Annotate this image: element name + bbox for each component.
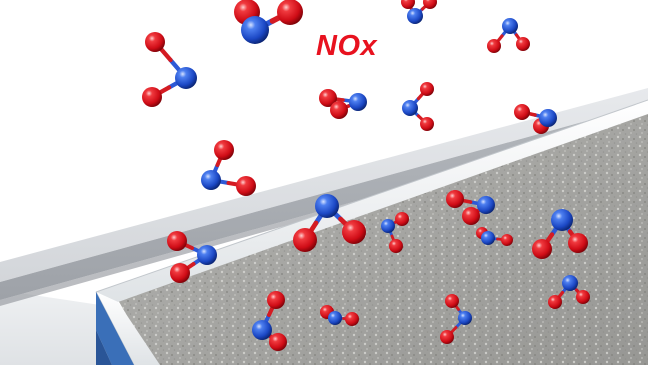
no2-molecule [381,212,409,253]
oxygen-atom [342,220,366,244]
no2-molecule [142,32,197,107]
no2-molecules [142,0,590,351]
oxygen-atom [269,333,287,351]
no2-molecule [440,294,472,344]
oxygen-atom [319,89,337,107]
no2-molecule [532,209,588,259]
nitrogen-atom [241,16,269,44]
oxygen-atom [487,39,501,53]
nitrogen-atom [402,100,418,116]
nitrogen-atom [458,311,472,325]
no2-molecule [167,231,217,283]
oxygen-atom [576,290,590,304]
nitrogen-atom [175,67,197,89]
oxygen-atom [420,117,434,131]
no2-molecule [201,140,256,196]
no2-molecule [402,82,434,131]
nitrogen-atom [252,320,272,340]
nitrogen-atom [315,194,339,218]
oxygen-atom [167,231,187,251]
nitrogen-atom [562,275,578,291]
nox-label: NOx [316,30,378,62]
nitrogen-atom [407,8,423,24]
oxygen-atom [420,82,434,96]
nitrogen-atom [201,170,221,190]
oxygen-atom [501,234,513,246]
no2-molecule [234,0,303,44]
no2-molecule [320,305,359,326]
oxygen-atom [267,291,285,309]
oxygen-atom [462,207,480,225]
oxygen-atom [423,0,437,9]
nitrogen-atom [197,245,217,265]
oxygen-atom [389,239,403,253]
oxygen-atom [293,228,317,252]
nitrogen-atom [328,311,342,325]
oxygen-atom [145,32,165,52]
no2-molecule [319,89,367,119]
oxygen-atom [446,190,464,208]
oxygen-atom [395,212,409,226]
oxygen-atom [330,101,348,119]
oxygen-atom [568,233,588,253]
oxygen-atom [214,140,234,160]
oxygen-atom [345,312,359,326]
nitrogen-atom [381,219,395,233]
no2-molecule [252,291,287,351]
nitrogen-atom [481,231,495,245]
oxygen-atom [170,263,190,283]
no2-molecule [401,0,437,24]
nitrogen-atom [551,209,573,231]
nitrogen-atom [502,18,518,34]
oxygen-atom [514,104,530,120]
oxygen-atom [236,176,256,196]
nitrogen-atom [349,93,367,111]
oxygen-atom [516,37,530,51]
no2-molecule [514,104,557,134]
oxygen-atom [401,0,415,9]
no2-molecule [548,275,590,309]
gravel-tray [95,99,648,365]
oxygen-atom [445,294,459,308]
oxygen-atom [548,295,562,309]
no2-molecule [487,18,530,53]
no2-molecule [476,227,513,246]
oxygen-atom [440,330,454,344]
nitrogen-atom [539,109,557,127]
nitrogen-atom [477,196,495,214]
no2-molecule [293,194,366,252]
oxygen-atom [532,239,552,259]
oxygen-atom [277,0,303,25]
no2-molecule [446,190,495,225]
oxygen-atom [142,87,162,107]
